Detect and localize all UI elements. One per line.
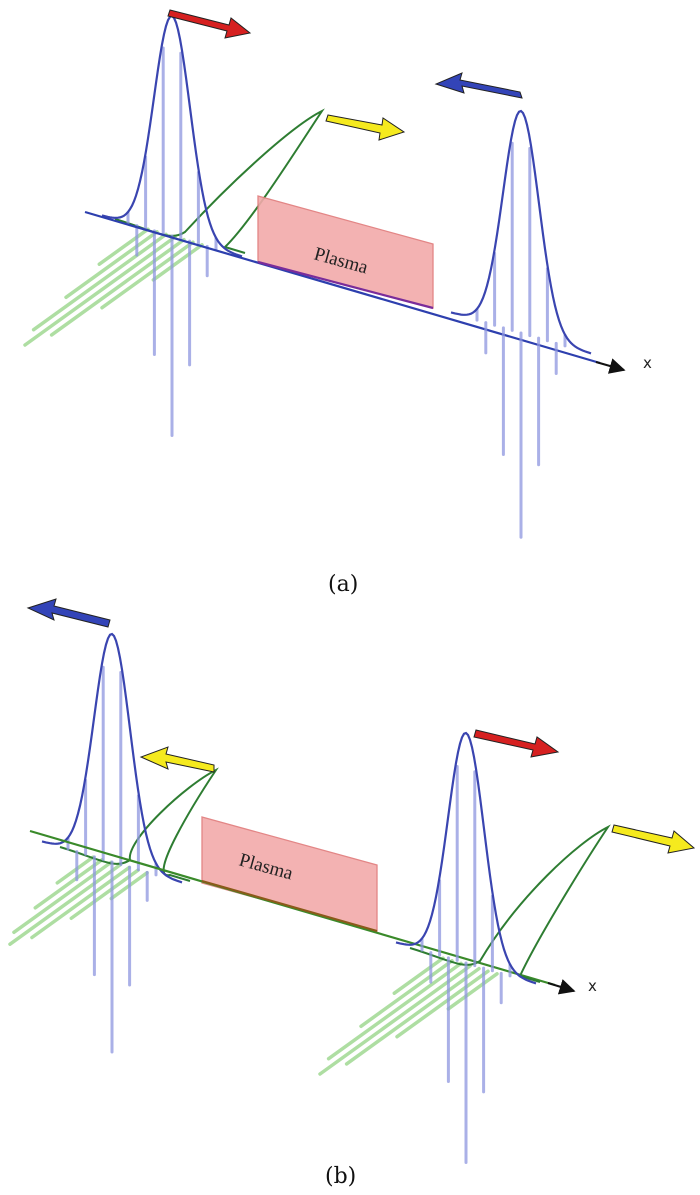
green-oscillation-stripe [64, 230, 159, 300]
blue-pulse-envelope [101, 14, 243, 258]
green-oscillation-stripe [151, 243, 204, 282]
yellow-arrow-left-b [139, 746, 215, 773]
green-oscillation-stripe [49, 237, 186, 337]
panel-a: Plasma x (a) [23, 9, 652, 597]
caption-b: (b) [325, 1164, 356, 1189]
blue-pulse-envelope [450, 109, 592, 355]
x-axis-arrowhead-b [547, 979, 576, 995]
green-pulse-left-a [23, 108, 325, 347]
green-oscillation-stripe [395, 969, 490, 1039]
x-axis-arrowhead-a [595, 358, 626, 374]
red-arrow-right-b [473, 729, 560, 758]
caption-a: (a) [328, 572, 358, 597]
green-oscillation-stripe [359, 959, 454, 1029]
green-oscillation-stripe [30, 865, 131, 940]
blue-pulse-left-b [41, 632, 183, 1054]
green-oscillation-stripe [31, 232, 168, 332]
green-oscillation-stripe [100, 240, 195, 310]
blue-pulse-right-a [450, 109, 592, 539]
green-oscillation-stripe [8, 863, 122, 946]
yellow-arrow-right-a [325, 114, 406, 141]
green-oscillation-stripe [23, 235, 177, 347]
x-axis-label-b: x [588, 977, 597, 995]
panel-b: Plasma x (b) [8, 598, 696, 1189]
green-oscillation-stripe [97, 227, 150, 266]
green-oscillation-stripe [69, 868, 140, 921]
green-oscillation-stripe [33, 858, 104, 910]
blue-arrow-left-b [26, 598, 111, 628]
blue-pulse-envelope [395, 731, 537, 985]
blue-arrow-left-a [434, 72, 523, 99]
blue-pulse-right-b [395, 731, 537, 1164]
red-arrow-right-a [167, 9, 252, 39]
green-oscillation-stripe [392, 956, 445, 995]
green-pulse-envelope [114, 108, 325, 254]
yellow-arrow-right-b [611, 824, 696, 854]
green-oscillation-stripe [326, 961, 463, 1061]
green-oscillation-stripe [12, 860, 113, 935]
green-oscillation-stripe [55, 855, 95, 885]
blue-pulse-left-a [101, 14, 243, 437]
x-axis-a [84, 210, 601, 365]
green-oscillation-stripe [344, 966, 481, 1066]
green-oscillation-stripe [318, 964, 472, 1076]
green-oscillation-stripe [446, 972, 499, 1011]
x-axis-label-a: x [643, 354, 652, 372]
